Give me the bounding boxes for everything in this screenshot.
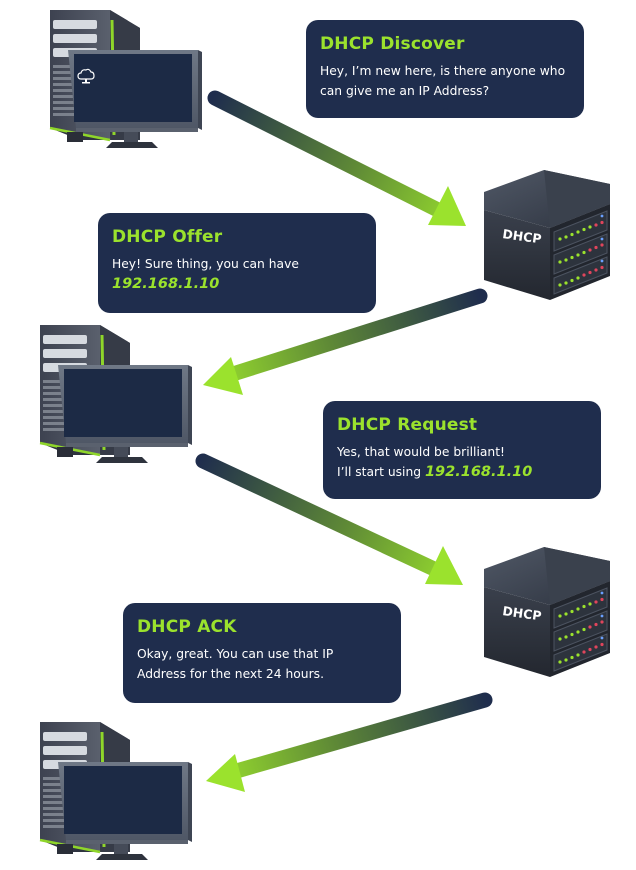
message-title: DHCP Offer xyxy=(112,227,223,247)
message-line: Hey, I’m new here, is there anyone who xyxy=(320,64,566,78)
server-label: DHCP xyxy=(502,226,543,246)
client-computer-1 xyxy=(48,8,204,150)
client-computer-2 xyxy=(38,323,194,465)
message-line: Address for the next 24 hours. xyxy=(137,667,324,681)
message-request: DHCP Request Yes, that would be brillian… xyxy=(323,401,601,499)
message-line: Yes, that would be brilliant! xyxy=(337,445,505,459)
message-ack: DHCP ACK Okay, great. You can use that I… xyxy=(123,603,401,703)
message-line: Okay, great. You can use that IP xyxy=(137,647,334,661)
server-label: DHCP xyxy=(502,603,543,623)
message-offer: DHCP Offer Hey! Sure thing, you can have… xyxy=(98,213,376,313)
message-line: can give me an IP Address? xyxy=(320,84,490,98)
message-discover: DHCP Discover Hey, I’m new here, is ther… xyxy=(306,20,584,118)
arrow-request xyxy=(195,453,463,585)
message-title: DHCP ACK xyxy=(137,617,237,637)
message-line: I’ll start using xyxy=(337,465,422,479)
arrow-discover xyxy=(207,90,466,226)
ip-address: 192.168.1.10 xyxy=(112,276,220,292)
dhcp-server-1: DHCP xyxy=(483,169,611,301)
message-line: Hey! Sure thing, you can have xyxy=(112,257,299,271)
message-title: DHCP Discover xyxy=(320,34,465,54)
client-computer-3 xyxy=(38,720,194,862)
dhcp-server-2: DHCP xyxy=(483,546,611,678)
message-title: DHCP Request xyxy=(337,415,478,435)
ip-address: 192.168.1.10 xyxy=(424,464,533,480)
arrow-ack xyxy=(206,692,493,792)
arrow-offer xyxy=(203,288,488,395)
